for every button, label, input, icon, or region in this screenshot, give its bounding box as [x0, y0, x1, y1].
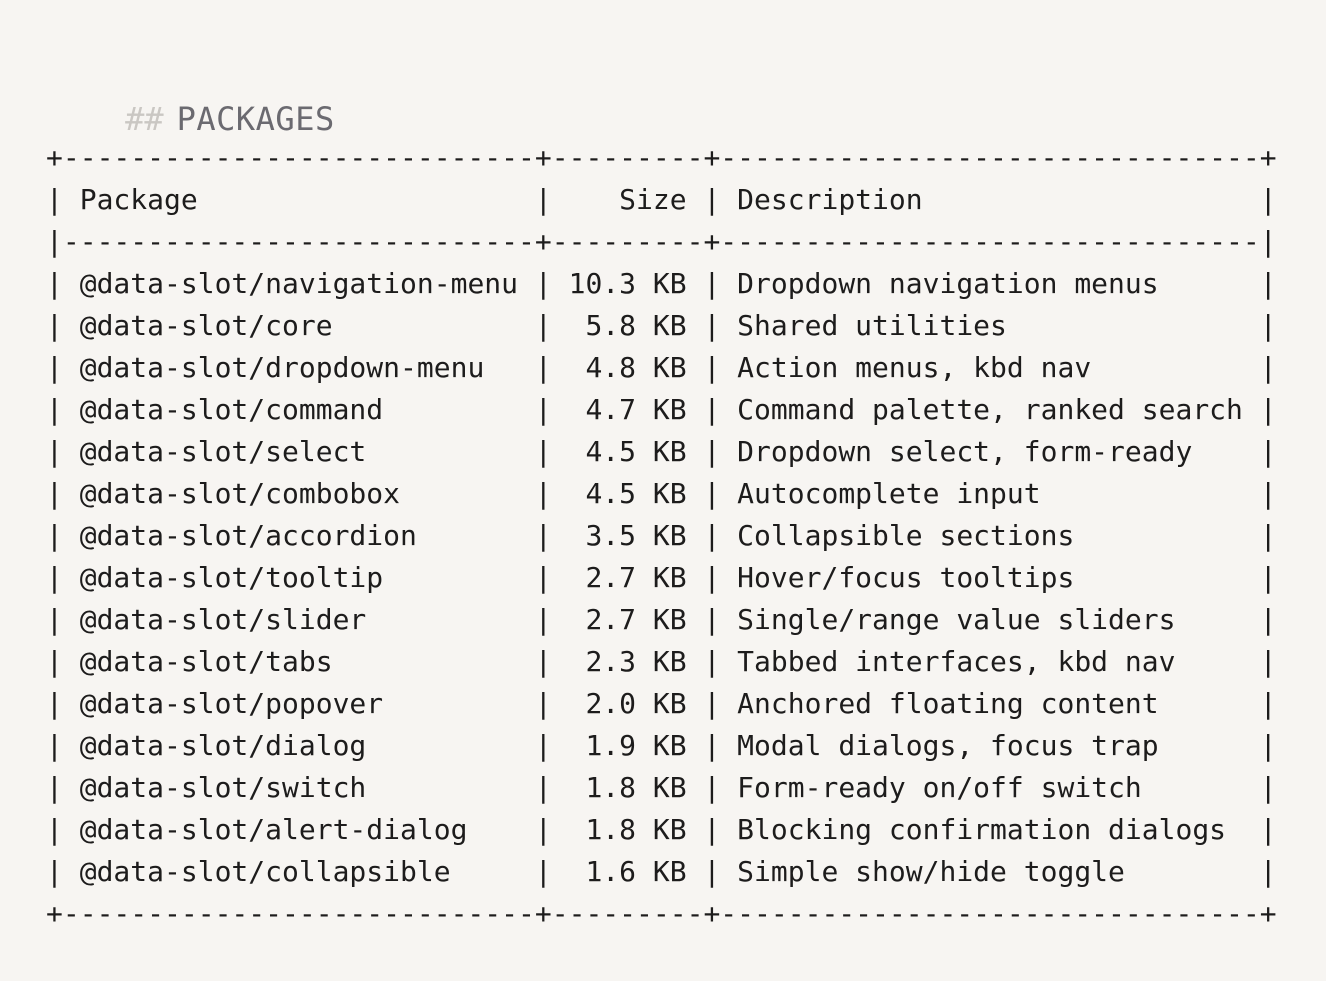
markdown-hash-marks: ##: [125, 100, 164, 138]
size-cell: 1.8 KB: [551, 771, 704, 804]
size-cell: 2.7 KB: [551, 561, 704, 594]
package-cell: @data-slot/popover: [62, 687, 535, 720]
size-cell: 1.6 KB: [551, 855, 704, 888]
table-row: | @data-slot/tooltip | 2.7 KB | Hover/fo…: [46, 561, 1277, 594]
description-cell: Action menus, kbd nav: [720, 351, 1260, 384]
column-header-description: Description: [720, 183, 1260, 216]
package-cell: @data-slot/dropdown-menu: [62, 351, 535, 384]
size-cell: 1.8 KB: [551, 813, 704, 846]
description-cell: Anchored floating content: [720, 687, 1260, 720]
table-row: | @data-slot/dialog | 1.9 KB | Modal dia…: [46, 729, 1277, 762]
size-cell: 2.3 KB: [551, 645, 704, 678]
package-cell: @data-slot/accordion: [62, 519, 535, 552]
table-row: | @data-slot/accordion | 3.5 KB | Collap…: [46, 519, 1277, 552]
page-title: PACKAGES: [176, 100, 335, 138]
package-cell: @data-slot/combobox: [62, 477, 535, 510]
table-row: | @data-slot/switch | 1.8 KB | Form-read…: [46, 771, 1277, 804]
table-row: | @data-slot/alert-dialog | 1.8 KB | Blo…: [46, 813, 1277, 846]
description-cell: Form-ready on/off switch: [720, 771, 1260, 804]
section-heading: ## PACKAGES: [48, 62, 335, 176]
size-cell: 10.3 KB: [551, 267, 704, 300]
packages-table: +----------------------------+---------+…: [46, 137, 1277, 935]
table-row: | @data-slot/command | 4.7 KB | Command …: [46, 393, 1277, 426]
description-cell: Tabbed interfaces, kbd nav: [720, 645, 1260, 678]
description-cell: Shared utilities: [720, 309, 1260, 342]
size-cell: 4.8 KB: [551, 351, 704, 384]
table-row: | @data-slot/select | 4.5 KB | Dropdown …: [46, 435, 1277, 468]
size-cell: 4.5 KB: [551, 477, 704, 510]
column-header-size: Size: [551, 183, 704, 216]
size-cell: 2.0 KB: [551, 687, 704, 720]
table-row: | @data-slot/tabs | 2.3 KB | Tabbed inte…: [46, 645, 1277, 678]
table-row: | @data-slot/collapsible | 1.6 KB | Simp…: [46, 855, 1277, 888]
table-row: | @data-slot/core | 5.8 KB | Shared util…: [46, 309, 1277, 342]
package-cell: @data-slot/slider: [62, 603, 535, 636]
package-cell: @data-slot/tabs: [62, 645, 535, 678]
description-cell: Single/range value sliders: [720, 603, 1260, 636]
table-row: | @data-slot/popover | 2.0 KB | Anchored…: [46, 687, 1277, 720]
table-border-bottom: +----------------------------+---------+…: [46, 897, 1277, 930]
package-cell: @data-slot/command: [62, 393, 535, 426]
description-cell: Dropdown navigation menus: [720, 267, 1260, 300]
size-cell: 4.5 KB: [551, 435, 704, 468]
description-cell: Collapsible sections: [720, 519, 1260, 552]
table-row: | @data-slot/navigation-menu | 10.3 KB |…: [46, 267, 1277, 300]
description-cell: Autocomplete input: [720, 477, 1260, 510]
description-cell: Command palette, ranked search: [720, 393, 1260, 426]
table-row: | @data-slot/dropdown-menu | 4.8 KB | Ac…: [46, 351, 1277, 384]
description-cell: Modal dialogs, focus trap: [720, 729, 1260, 762]
table-border-top: +----------------------------+---------+…: [46, 141, 1277, 174]
description-cell: Blocking confirmation dialogs: [720, 813, 1260, 846]
description-cell: Dropdown select, form-ready: [720, 435, 1260, 468]
size-cell: 2.7 KB: [551, 603, 704, 636]
size-cell: 1.9 KB: [551, 729, 704, 762]
size-cell: 4.7 KB: [551, 393, 704, 426]
package-cell: @data-slot/tooltip: [62, 561, 535, 594]
package-cell: @data-slot/navigation-menu: [62, 267, 535, 300]
package-cell: @data-slot/collapsible: [62, 855, 535, 888]
package-cell: @data-slot/core: [62, 309, 535, 342]
size-cell: 3.5 KB: [551, 519, 704, 552]
package-cell: @data-slot/select: [62, 435, 535, 468]
package-cell: @data-slot/alert-dialog: [62, 813, 535, 846]
table-row: | @data-slot/combobox | 4.5 KB | Autocom…: [46, 477, 1277, 510]
package-cell: @data-slot/switch: [62, 771, 535, 804]
table-header-row: | Package | Size | Description |: [46, 183, 1277, 216]
table-row: | @data-slot/slider | 2.7 KB | Single/ra…: [46, 603, 1277, 636]
package-cell: @data-slot/dialog: [62, 729, 535, 762]
table-header-separator: |----------------------------+---------+…: [46, 225, 1277, 258]
column-header-package: Package: [62, 183, 535, 216]
size-cell: 5.8 KB: [551, 309, 704, 342]
description-cell: Hover/focus tooltips: [720, 561, 1260, 594]
description-cell: Simple show/hide toggle: [720, 855, 1260, 888]
